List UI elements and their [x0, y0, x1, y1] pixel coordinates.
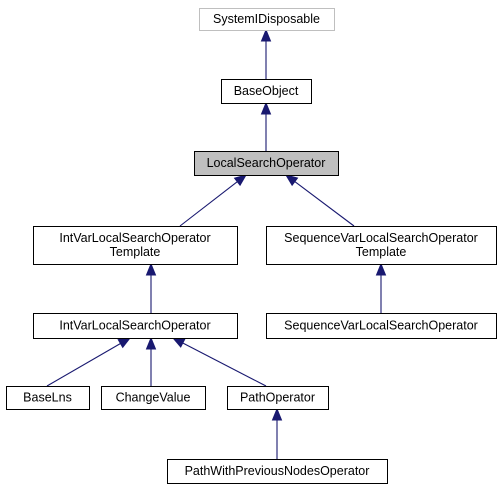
class-node-label: ChangeValue — [116, 391, 191, 405]
class-node-int-var-local-search-operator[interactable]: IntVarLocalSearchOperator — [33, 313, 238, 339]
class-node-box — [194, 151, 339, 176]
inheritance-edge-int-var-local-search-operator-template-to-local-search-operator — [179, 174, 248, 227]
class-node-label: Template — [110, 245, 161, 259]
class-node-box — [227, 386, 329, 410]
class-node-label: IntVarLocalSearchOperator — [59, 319, 210, 333]
class-node-local-search-operator: LocalSearchOperator — [194, 151, 339, 176]
edge-arrowhead — [145, 336, 157, 350]
class-node-path-with-previous-nodes-operator[interactable]: PathWithPreviousNodesOperator — [167, 459, 388, 484]
edge-arrowhead — [117, 337, 132, 349]
edge-line — [179, 181, 238, 227]
class-node-base-lns[interactable]: BaseLns — [6, 386, 90, 410]
edge-arrowhead — [271, 407, 283, 421]
class-node-box — [33, 226, 238, 265]
class-node-box — [167, 459, 388, 484]
edge-line — [182, 342, 267, 387]
class-node-box — [33, 313, 238, 339]
inheritance-edge-path-with-previous-nodes-operator-to-path-operator — [271, 407, 283, 459]
class-node-box — [199, 8, 335, 31]
edges-layer — [46, 28, 387, 459]
edge-arrowhead — [260, 28, 272, 42]
class-node-label: LocalSearchOperator — [207, 156, 326, 170]
inheritance-edge-sequence-var-local-search-operator-to-sequence-var-local-search-operator-template — [375, 262, 387, 313]
class-node-sequence-var-local-search-operator[interactable]: SequenceVarLocalSearchOperator — [266, 313, 497, 339]
class-node-label: IntVarLocalSearchOperator — [59, 231, 210, 245]
class-node-box — [266, 226, 497, 265]
inheritance-edge-base-object-to-system-idisposable — [260, 28, 272, 79]
class-node-label: BaseLns — [23, 391, 72, 405]
class-node-box — [221, 79, 312, 104]
edge-arrowhead — [233, 174, 248, 187]
edge-arrowhead — [375, 262, 387, 276]
class-node-label: Template — [356, 245, 407, 259]
class-node-change-value[interactable]: ChangeValue — [101, 386, 206, 410]
edge-arrowhead — [145, 262, 157, 276]
class-node-label: BaseObject — [234, 84, 299, 98]
nodes-layer: SystemIDisposableBaseObjectLocalSearchOp… — [6, 8, 497, 484]
class-node-label: SequenceVarLocalSearchOperator — [284, 231, 478, 245]
class-node-box — [6, 386, 90, 410]
edge-arrowhead — [171, 337, 186, 348]
inheritance-edge-path-operator-to-int-var-local-search-operator — [171, 337, 267, 387]
class-node-path-operator[interactable]: PathOperator — [227, 386, 329, 410]
class-node-label: SystemIDisposable — [213, 12, 320, 26]
inheritance-edge-local-search-operator-to-base-object — [260, 101, 272, 151]
class-node-base-object[interactable]: BaseObject — [221, 79, 312, 104]
edge-arrowhead — [260, 101, 272, 115]
inheritance-edge-base-lns-to-int-var-local-search-operator — [46, 337, 132, 387]
class-node-system-idisposable[interactable]: SystemIDisposable — [199, 8, 335, 31]
class-node-label: PathWithPreviousNodesOperator — [185, 464, 370, 478]
inheritance-edge-sequence-var-local-search-operator-template-to-local-search-operator — [284, 174, 355, 227]
class-node-label: PathOperator — [240, 391, 315, 405]
edge-line — [46, 343, 121, 387]
class-node-box — [266, 313, 497, 339]
edge-arrowhead — [284, 174, 299, 187]
inheritance-edge-int-var-local-search-operator-to-int-var-local-search-operator-template — [145, 262, 157, 313]
class-node-label: SequenceVarLocalSearchOperator — [284, 319, 478, 333]
inheritance-edge-change-value-to-int-var-local-search-operator — [145, 336, 157, 386]
edge-line — [294, 181, 355, 227]
class-node-box — [101, 386, 206, 410]
